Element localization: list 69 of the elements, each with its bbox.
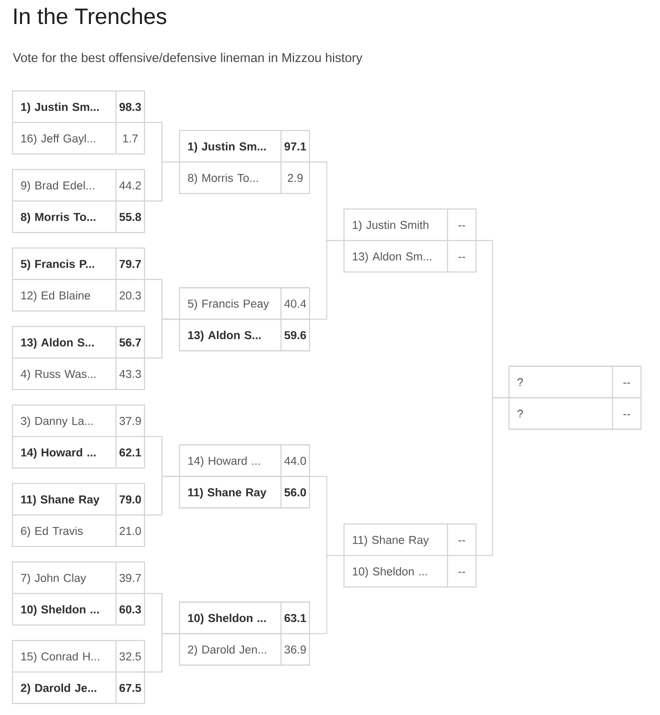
name-cell: 11) Shane Ray [179, 476, 282, 508]
name-cell: 13) Aldon S... [179, 318, 282, 352]
bracket-line [476, 397, 510, 556]
score-cell: 21.0 [116, 514, 145, 547]
score-cell: 20.3 [116, 279, 145, 312]
name-cell: 15) Conrad H... [12, 640, 116, 672]
score-cell: 56.7 [116, 326, 145, 358]
score-cell: 60.3 [116, 593, 145, 626]
name-cell: 14) Howard ... [179, 444, 282, 477]
name-cell: 2) Darold Je... [12, 672, 116, 704]
score-cell: 59.6 [280, 318, 310, 352]
name-cell: 9) Brad Edel... [12, 169, 116, 202]
name-cell: 1) Justin Sm... [12, 90, 116, 123]
name-cell: 7) John Clay [12, 562, 116, 594]
score-cell: 36.9 [280, 633, 310, 666]
name-cell: 2) Darold Jen... [179, 633, 282, 666]
name-cell: 5) Francis P... [12, 248, 116, 280]
name-cell: 10) Sheldon ... [12, 593, 116, 626]
name-cell: ? [508, 397, 613, 430]
score-cell: 32.5 [116, 640, 145, 672]
name-cell: 10) Sheldon ... [179, 602, 282, 634]
score-cell: 98.3 [116, 90, 145, 123]
name-cell: 14) Howard ... [12, 436, 116, 468]
score-cell: 43.3 [116, 358, 145, 390]
name-cell: 11) Shane Ray [344, 524, 448, 556]
bracket-line [144, 476, 180, 516]
name-cell: 1) Justin Smith [344, 208, 448, 241]
subtitle: Vote for the best offensive/defensive lineman in Mizzou history [12, 52, 362, 65]
name-cell: 13) Aldon S... [12, 326, 116, 358]
score-cell: 40.4 [280, 287, 310, 320]
score-cell: 62.1 [116, 436, 145, 468]
score-cell: 44.2 [116, 169, 145, 202]
bracket-line [309, 240, 344, 320]
score-cell: -- [447, 555, 476, 588]
score-cell: -- [447, 524, 476, 556]
bracket-line [144, 318, 180, 358]
name-cell: ? [508, 366, 613, 398]
name-cell: 5) Francis Peay [179, 287, 282, 320]
score-cell: -- [612, 397, 642, 430]
score-cell: 97.1 [280, 130, 310, 162]
bracket-line [144, 162, 180, 202]
title: In the Trenches [14, 8, 166, 24]
name-cell: 4) Russ Was... [12, 358, 116, 390]
score-cell: 2.9 [280, 162, 310, 194]
score-cell: 79.7 [116, 248, 145, 280]
bracket-line [144, 633, 180, 672]
name-cell: 11) Shane Ray [12, 483, 116, 516]
bracket-line [309, 555, 344, 634]
score-cell: 55.8 [116, 200, 145, 233]
score-cell: 1.7 [116, 122, 145, 154]
name-cell: 8) Morris To... [12, 200, 116, 233]
score-cell: 37.9 [116, 404, 145, 437]
name-cell: 3) Danny La... [12, 404, 116, 437]
name-cell: 6) Ed Travis [12, 514, 116, 547]
score-cell: -- [612, 366, 642, 398]
score-cell: 67.5 [116, 672, 145, 704]
score-cell: 44.0 [280, 444, 310, 477]
name-cell: 13) Aldon Sm... [344, 240, 448, 272]
score-cell: 79.0 [116, 483, 145, 516]
name-cell: 12) Ed Blaine [12, 279, 116, 312]
name-cell: 1) Justin Sm... [179, 130, 282, 162]
score-cell: 63.1 [280, 602, 310, 634]
name-cell: 8) Morris To... [179, 162, 282, 194]
score-cell: -- [447, 240, 476, 272]
score-cell: -- [447, 208, 476, 241]
score-cell: 56.0 [280, 476, 310, 508]
score-cell: 39.7 [116, 562, 145, 594]
name-cell: 10) Sheldon ... [344, 555, 448, 588]
name-cell: 16) Jeff Gayl... [12, 122, 116, 154]
